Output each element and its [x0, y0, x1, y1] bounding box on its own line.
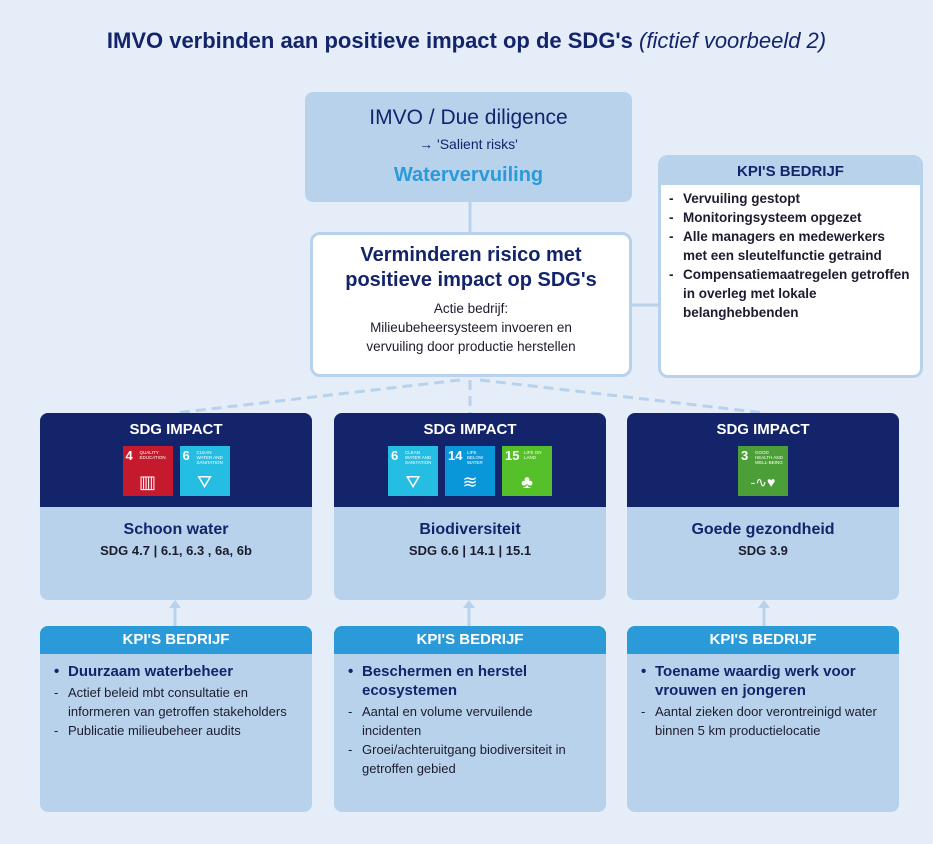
kpi-company-header: KPI'S BEDRIJF: [661, 158, 920, 185]
sdg-impact-card-biodiversiteit: SDG IMPACT 6 CLEAN WATER AND SANITATION …: [334, 413, 606, 600]
kpi-company-item: Vervuiling gestopt: [669, 189, 912, 208]
kpi-sub-item: Groei/achteruitgang biodiversiteit in ge…: [348, 740, 594, 778]
imvo-box: IMVO / Due diligence → 'Salient risks' W…: [305, 92, 632, 202]
tree-icon: ♣: [521, 472, 533, 492]
title-italic: (fictief voorbeeld 2): [639, 28, 827, 53]
sdg-tile-6: 6 CLEAN WATER AND SANITATION ⛛: [388, 446, 438, 496]
kpi-card-header: KPI'S BEDRIJF: [40, 626, 312, 654]
sdg-impact-card-goede-gezondheid: SDG IMPACT 3 GOOD HEALTH AND WELL-BEING …: [627, 413, 899, 600]
action-sub-1: Actie bedrijf:: [433, 301, 509, 316]
kpi-sub-item: Publicatie milieubeheer audits: [54, 721, 300, 740]
action-box: Verminderen risico met positieve impact …: [310, 232, 632, 377]
sdg-impact-label: SDG IMPACT: [423, 421, 517, 438]
action-heading-2: positieve impact op SDG's: [345, 269, 597, 291]
connector-action-col3: [479, 378, 766, 415]
sdg-tile-6: 6 CLEAN WATER AND SANITATION ⛛: [179, 446, 230, 496]
sdg-name: Schoon water: [123, 521, 229, 538]
action-sub-3: vervuiling door productie herstellen: [366, 339, 576, 354]
sdg-name: Goede gezondheid: [691, 521, 835, 538]
sdg-codes: SDG 4.7 | 6.1, 6.3 , 6a, 6b: [100, 543, 252, 558]
arrow-kpi-to-sdg-2: [463, 600, 475, 626]
water-drop-icon: ⛛: [405, 472, 421, 492]
kpi-sub-item: Actief beleid mbt consultatie en informe…: [54, 683, 300, 721]
kpi-sub-item: Aantal zieken door verontreinigd water b…: [641, 702, 887, 740]
kpi-card-biodiversiteit: KPI'S BEDRIJF Beschermen en herstel ecos…: [334, 626, 606, 812]
kpi-card-goede-gezondheid: KPI'S BEDRIJF Toename waardig werk voor …: [627, 626, 899, 812]
water-drop-icon: ⛛: [196, 472, 213, 492]
kpi-card-schoon-water: KPI'S BEDRIJF Duurzaam waterbeheer Actie…: [40, 626, 312, 812]
action-sub-2: Milieubeheersysteem invoeren en: [370, 320, 572, 335]
kpi-card-list: Beschermen en herstel ecosystemen Aantal…: [334, 654, 606, 778]
sdg-tile-4: 4 QUALITY EDUCATION ▥: [122, 446, 173, 496]
kpi-card-header: KPI'S BEDRIJF: [627, 626, 899, 654]
sdg-impact-label: SDG IMPACT: [716, 421, 810, 438]
imvo-risk: Watervervuiling: [393, 164, 544, 186]
imvo-heading: IMVO / Due diligence: [369, 106, 568, 129]
book-icon: ▥: [138, 472, 156, 492]
sdg-codes: SDG 6.6 | 14.1 | 15.1: [408, 543, 532, 558]
action-heading-1: Verminderen risico met: [360, 244, 582, 266]
imvo-salient-risks: → 'Salient risks': [419, 136, 518, 152]
sdg-tile-3: 3 GOOD HEALTH AND WELL-BEING -∿♥: [738, 446, 788, 496]
title-main: IMVO verbinden aan positieve impact op d…: [106, 28, 633, 53]
sdg-impact-label: SDG IMPACT: [129, 421, 223, 438]
kpi-main-item: Toename waardig werk voor vrouwen en jon…: [641, 662, 887, 700]
kpi-company-list: Vervuiling gestopt Monitoringsysteem opg…: [661, 185, 920, 322]
heartbeat-icon: -∿♥: [750, 474, 776, 490]
kpi-company-box: KPI'S BEDRIJF Vervuiling gestopt Monitor…: [658, 155, 923, 378]
kpi-card-list: Toename waardig werk voor vrouwen en jon…: [627, 654, 899, 740]
fish-icon: ≋: [462, 472, 478, 492]
kpi-main-item: Beschermen en herstel ecosystemen: [348, 662, 594, 700]
page-title: IMVO verbinden aan positieve impact op d…: [0, 28, 933, 54]
kpi-card-header: KPI'S BEDRIJF: [334, 626, 606, 654]
kpi-main-item: Duurzaam waterbeheer: [54, 662, 300, 681]
sdg-tile-15: 15 LIFE ON LAND ♣: [502, 446, 552, 496]
kpi-company-item: Monitoringsysteem opgezet: [669, 208, 912, 227]
sdg-impact-card-schoon-water: SDG IMPACT 4 QUALITY EDUCATION ▥ 6 CLEAN…: [40, 413, 312, 600]
sdg-tile-14: 14 LIFE BELOW WATER ≋: [445, 446, 495, 496]
kpi-company-item: Compensatiemaatregelen getroffen in over…: [669, 265, 912, 322]
connector-action-col1: [174, 378, 461, 415]
arrow-kpi-to-sdg-3: [758, 600, 770, 626]
arrow-kpi-to-sdg-1: [169, 600, 181, 626]
kpi-card-list: Duurzaam waterbeheer Actief beleid mbt c…: [40, 654, 312, 740]
sdg-name: Biodiversiteit: [419, 521, 521, 538]
kpi-sub-item: Aantal en volume vervuilende incidenten: [348, 702, 594, 740]
kpi-company-item: Alle managers en medewerkers met een sle…: [669, 227, 912, 265]
sdg-codes: SDG 3.9: [738, 543, 788, 558]
